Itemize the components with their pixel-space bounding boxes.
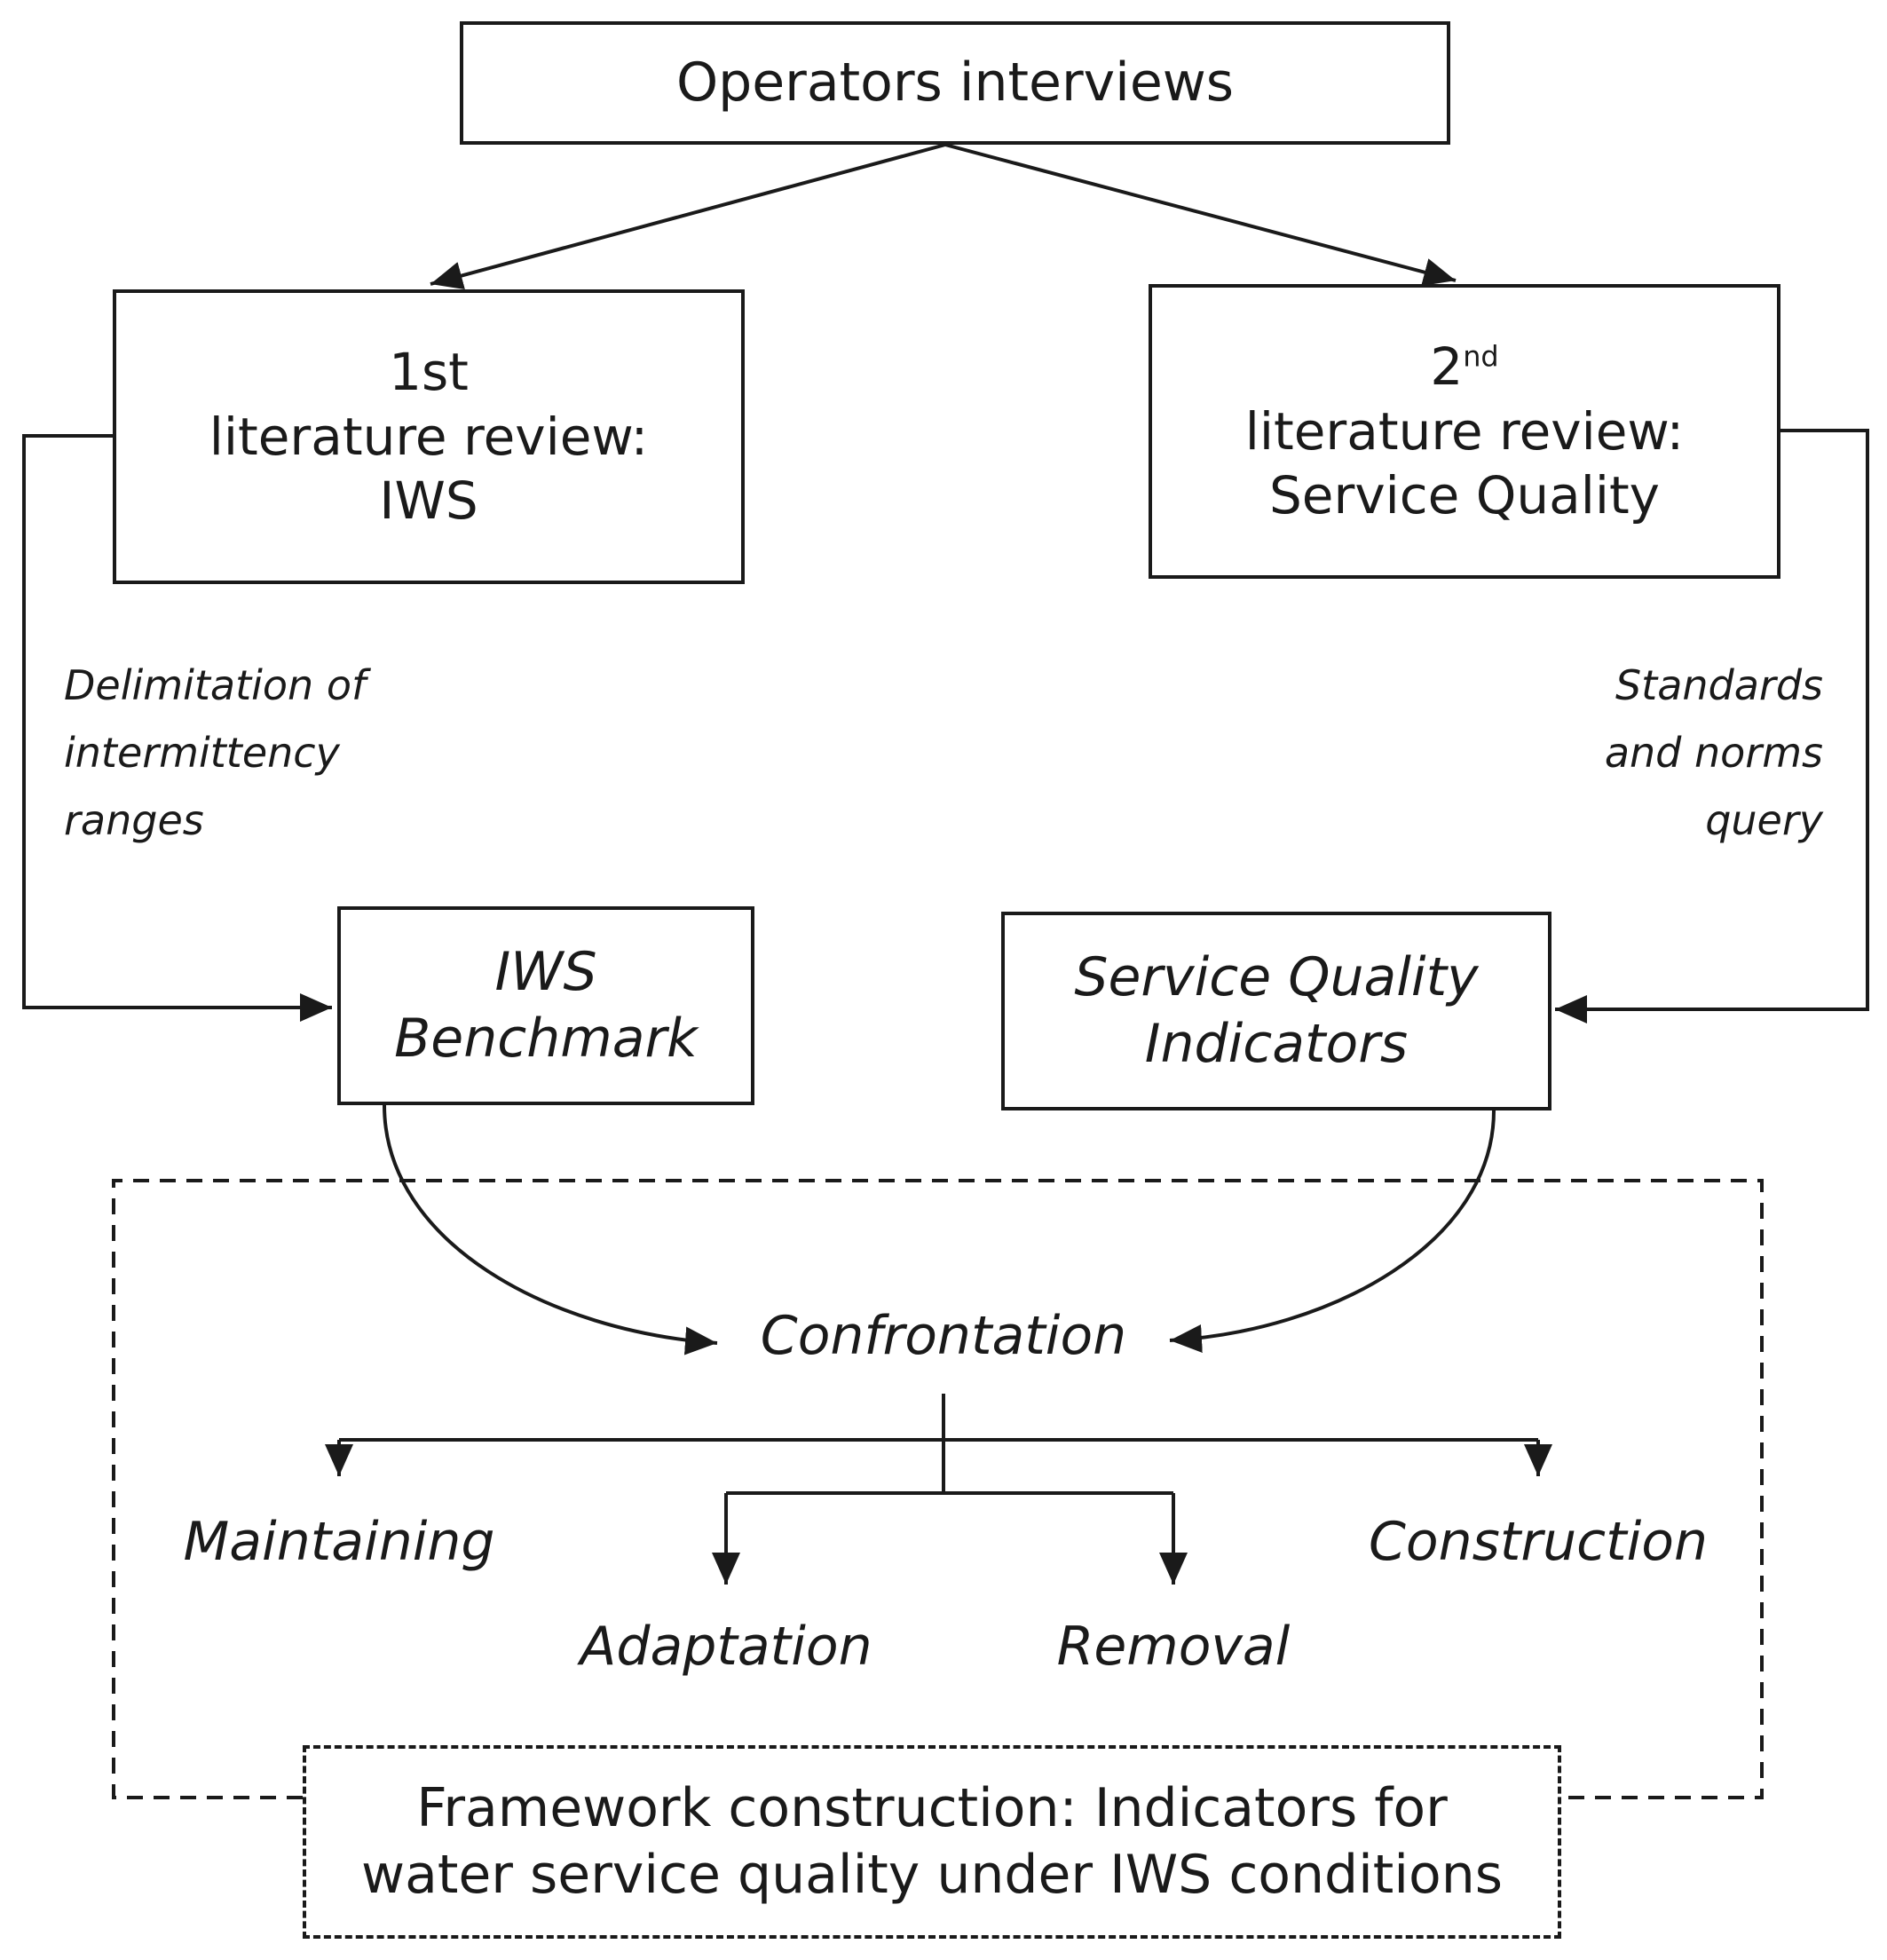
arrow-review1-to-benchmark	[22, 434, 332, 1022]
review2-line2: literature review:	[1244, 400, 1685, 462]
iws-benchmark-line1: IWS	[494, 941, 597, 1003]
iws-benchmark-line2: Benchmark	[394, 1008, 698, 1070]
confrontation-label: Confrontation	[760, 1305, 1127, 1367]
edge-label-standards: Standards and norms query	[1605, 652, 1823, 854]
operators-interviews-label: Operators interviews	[675, 51, 1235, 114]
removal-label: Removal	[1056, 1616, 1291, 1678]
arrow-indicators-to-confrontation	[1169, 1110, 1496, 1353]
framework-construction-box: Framework construction: Indicators for w…	[303, 1745, 1561, 1939]
edge-label-delimitation: Delimitation of intermittency ranges	[64, 652, 366, 854]
framework-line1: Framework construction: Indicators for	[416, 1777, 1448, 1839]
service-quality-indicators-box: Service Quality Indicators	[1001, 912, 1551, 1110]
edge-label-left-line2: intermittency	[64, 729, 340, 777]
edge-label-right-line1: Standards	[1615, 661, 1823, 709]
review1-line3: IWS	[379, 470, 478, 532]
iws-benchmark-box: IWS Benchmark	[337, 906, 754, 1105]
framework-line2: water service quality under IWS conditio…	[361, 1844, 1503, 1906]
sq-indicators-line1: Service Quality	[1074, 946, 1479, 1008]
review2-line1: 2nd	[1430, 335, 1498, 399]
arrow-operators-to-review1	[430, 143, 946, 290]
arrow-benchmark-to-confrontation	[383, 1104, 718, 1355]
edge-label-right-line2: and norms	[1604, 729, 1823, 777]
edge-label-left-line1: Delimitation of	[64, 661, 367, 709]
review2-line3: Service Quality	[1268, 465, 1661, 526]
review2-ordinal-suffix: nd	[1463, 339, 1499, 374]
literature-review-2-box: 2nd literature review: Service Quality	[1149, 284, 1780, 579]
arrow-operators-to-review2	[944, 143, 1457, 287]
edge-label-left-line3: ranges	[64, 796, 204, 844]
construction-label: Construction	[1368, 1511, 1709, 1573]
review1-line2: literature review:	[209, 406, 649, 467]
maintaining-label: Maintaining	[183, 1511, 495, 1573]
arrow-review2-to-indicators	[1555, 429, 1869, 1023]
operators-interviews-box: Operators interviews	[460, 21, 1450, 145]
edge-label-right-line3: query	[1705, 796, 1823, 844]
adaptation-label: Adaptation	[580, 1616, 872, 1678]
review2-ordinal: 2	[1430, 336, 1464, 398]
framework-region-outline	[112, 1179, 1764, 1799]
sq-indicators-line2: Indicators	[1144, 1013, 1409, 1075]
review1-line1: 1st	[389, 342, 469, 403]
literature-review-1-box: 1st literature review: IWS	[113, 289, 745, 584]
